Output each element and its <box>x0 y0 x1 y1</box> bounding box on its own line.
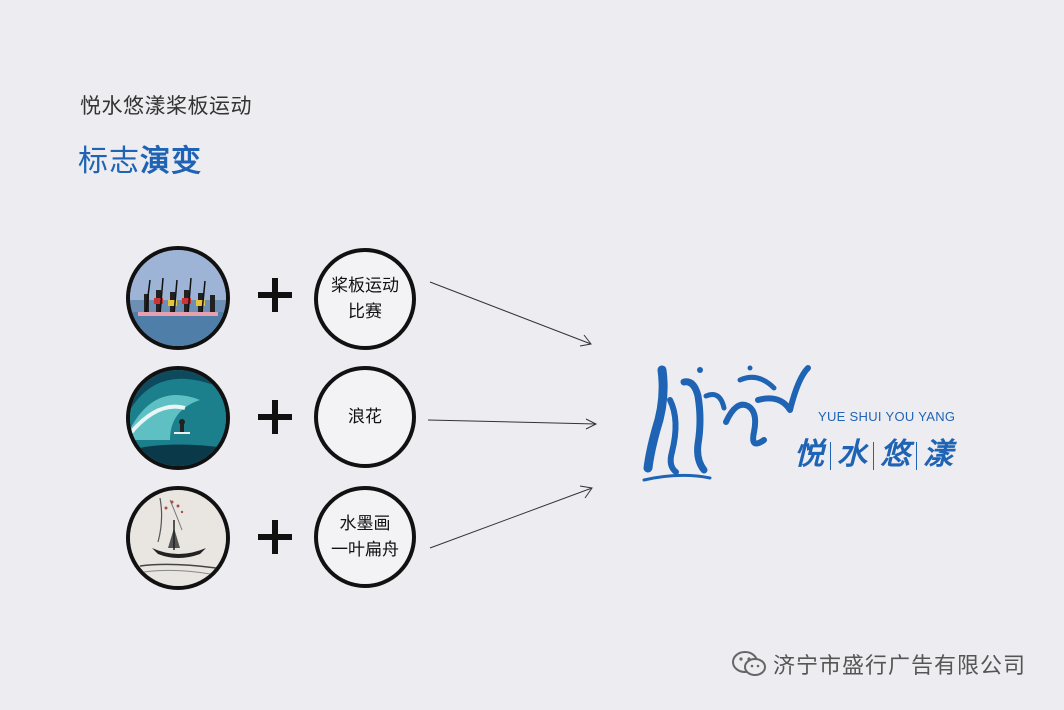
concept-circle-wave: 浪花 <box>314 366 416 468</box>
logo-chinese-text: 悦水悠漾 <box>790 429 957 473</box>
arrow-line <box>429 487 593 549</box>
ink-painting-boat-photo-icon <box>126 486 230 590</box>
logo-english-text: YUE SHUI YOU YANG <box>818 409 956 424</box>
concept-label: 浪花 <box>348 407 382 427</box>
paddleboard-race-photo-icon <box>126 246 230 350</box>
logo-char: 悦 <box>794 437 824 472</box>
plus-icon <box>258 278 292 312</box>
arrow-head <box>585 418 598 430</box>
concept-label: 桨板运动 比赛 <box>331 276 399 322</box>
page-title: 标志演变 <box>78 136 202 180</box>
title-bold: 演变 <box>140 144 202 179</box>
arrow-line <box>429 281 592 345</box>
plus-icon <box>258 400 292 434</box>
wechat-icon <box>731 651 766 676</box>
logo-separator <box>916 442 917 470</box>
arrow-line <box>427 419 597 425</box>
brand-logo: YUE SHUI YOU YANG 悦水悠漾 <box>640 360 970 490</box>
wechat-watermark: 济宁市盛行广告有限公司 <box>731 648 1026 680</box>
arrow-head <box>579 334 592 347</box>
arrow-head <box>579 485 593 499</box>
plus-icon <box>258 520 292 554</box>
page-subtitle: 悦水悠漾桨板运动 <box>80 94 252 118</box>
logo-char: 悠 <box>880 437 910 472</box>
concept-circle-ink-painting: 水墨画 一叶扁舟 <box>314 486 416 588</box>
wave-surfer-photo-icon <box>126 366 230 470</box>
logo-char: 水 <box>837 437 867 472</box>
watermark-text: 济宁市盛行广告有限公司 <box>772 654 1026 679</box>
concept-label: 水墨画 一叶扁舟 <box>331 514 399 560</box>
logo-char: 漾 <box>923 437 953 472</box>
title-regular: 标志 <box>78 144 140 179</box>
logo-separator <box>830 442 831 470</box>
concept-circle-paddleboard: 桨板运动 比赛 <box>314 248 416 350</box>
brush-wave-logo-icon <box>642 365 811 482</box>
logo-separator <box>873 442 874 470</box>
